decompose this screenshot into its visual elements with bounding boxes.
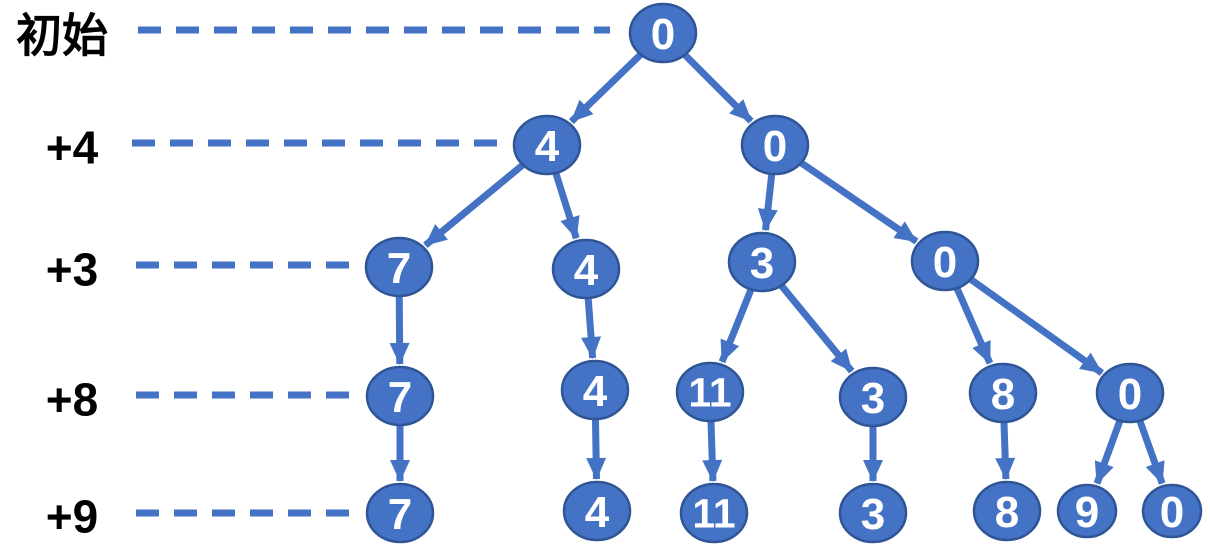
- row-label-4: +9: [46, 491, 98, 543]
- edge-arrow-n13-n20: [1136, 418, 1166, 485]
- node-circle: [838, 366, 908, 428]
- node-circle: [551, 238, 621, 300]
- node-circle: [972, 480, 1042, 542]
- node-circle: [727, 231, 797, 293]
- node-value: 0: [1160, 488, 1184, 537]
- node-value: 7: [388, 373, 412, 422]
- node-circle: [560, 359, 630, 421]
- node-value: 4: [574, 246, 599, 295]
- tree-node-n17: 3: [838, 482, 908, 544]
- node-circle: [364, 236, 434, 298]
- node-circle: [838, 482, 908, 544]
- edge-arrow-n6-n10: [718, 287, 755, 364]
- node-value: 11: [692, 491, 735, 537]
- edge-arrow-n7-n12: [953, 285, 994, 365]
- tree-node-n3: 0: [740, 114, 810, 176]
- tree-node-n19: 9: [1056, 483, 1118, 539]
- node-value: 0: [933, 238, 957, 287]
- node-value: 4: [585, 488, 610, 537]
- node-value: 0: [763, 122, 787, 171]
- edge-arrow-n13-n19: [1093, 418, 1124, 485]
- row-label-0: 初始: [16, 10, 108, 62]
- edge-arrow-n3-n6: [757, 172, 778, 232]
- node-value: 4: [535, 122, 560, 171]
- node-value: 8: [995, 488, 1019, 537]
- edge-arrow-n2-n5: [552, 170, 580, 240]
- edge-arrow-n12-n18: [995, 420, 1016, 481]
- tree-node-n5: 4: [551, 238, 621, 300]
- edge-arrow-n9-n15: [586, 417, 607, 481]
- tree-node-n10: 11: [675, 361, 745, 423]
- tree-node-n12: 8: [968, 362, 1038, 424]
- node-circle: [1056, 483, 1118, 539]
- tree-node-n20: 0: [1141, 483, 1203, 539]
- tree-node-n13: 0: [1095, 362, 1165, 424]
- tree-node-n11: 3: [838, 366, 908, 428]
- node-circle: [968, 362, 1038, 424]
- edge-arrow-n2-n4: [423, 161, 526, 248]
- tree-node-n1: 0: [628, 2, 698, 64]
- edge-arrow-n6-n11: [777, 282, 855, 374]
- row-label-2: +3: [46, 244, 98, 296]
- node-value: 7: [388, 490, 412, 539]
- edge-arrow-n3-n7: [798, 159, 919, 245]
- tree-node-n8: 7: [365, 365, 435, 427]
- node-value: 11: [688, 370, 731, 416]
- node-value: 8: [991, 370, 1015, 419]
- edge-arrow-n1-n3: [681, 51, 754, 124]
- node-circle: [1141, 483, 1203, 539]
- node-circle: [365, 482, 435, 544]
- node-circle: [910, 230, 980, 292]
- tree-node-n18: 8: [972, 480, 1042, 542]
- edge-arrow-n1-n2: [568, 51, 644, 124]
- node-value: 7: [387, 244, 411, 293]
- node-circle: [628, 2, 698, 64]
- tree-node-n7: 0: [910, 230, 980, 292]
- node-circle: [675, 361, 745, 423]
- node-value: 3: [750, 239, 774, 288]
- node-value: 3: [861, 490, 885, 539]
- node-circle: [512, 114, 582, 176]
- tree-node-n6: 3: [727, 231, 797, 293]
- node-value: 0: [1118, 370, 1142, 419]
- node-circle: [679, 482, 749, 544]
- node-value: 0: [651, 10, 675, 59]
- edge-arrow-n7-n13: [967, 275, 1104, 376]
- node-value: 9: [1075, 488, 1099, 537]
- tree-node-n14: 7: [365, 482, 435, 544]
- row-label-3: +8: [46, 374, 98, 426]
- edge-arrow-n5-n9: [581, 296, 602, 360]
- tree-node-n15: 4: [562, 480, 632, 542]
- node-circle: [1095, 362, 1165, 424]
- node-circle: [365, 365, 435, 427]
- tree-node-n4: 7: [364, 236, 434, 298]
- node-value: 4: [583, 367, 608, 416]
- row-label-1: +4: [46, 122, 99, 174]
- node-value: 3: [861, 374, 885, 423]
- edge-arrow-n4-n8: [389, 294, 410, 366]
- node-circle: [562, 480, 632, 542]
- tree-node-n2: 4: [512, 114, 582, 176]
- edge-arrow-n10-n16: [702, 419, 723, 483]
- node-circle: [740, 114, 810, 176]
- tree-node-n9: 4: [560, 359, 630, 421]
- tree-node-n16: 11: [679, 482, 749, 544]
